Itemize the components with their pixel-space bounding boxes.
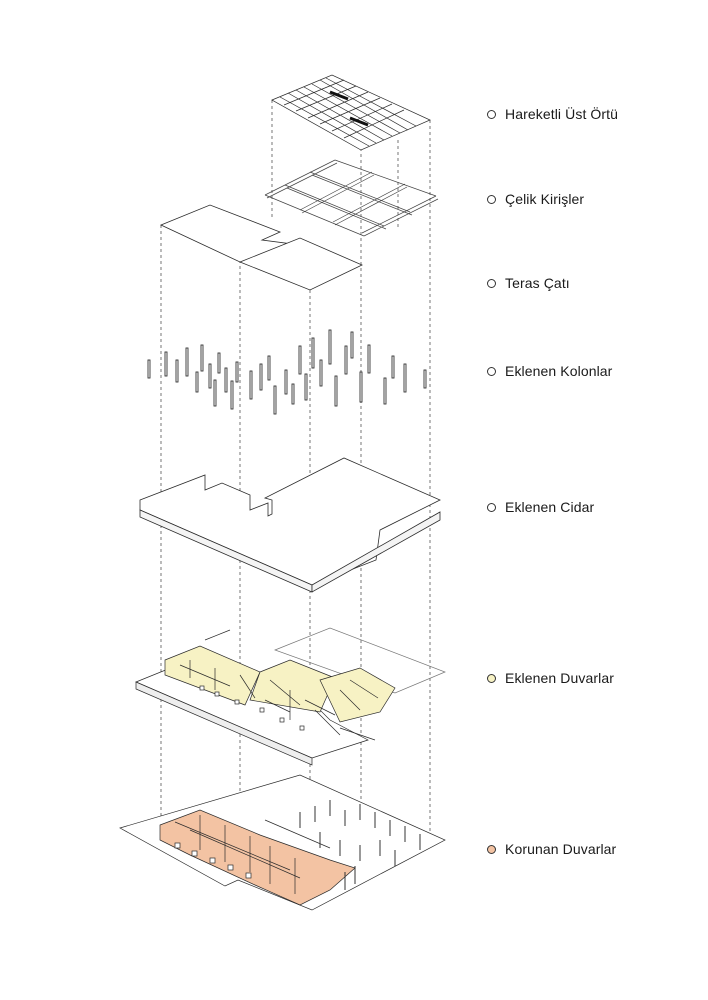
- legend-item-added-columns: Eklenen Kolonlar: [487, 360, 612, 382]
- legend-label: Eklenen Kolonlar: [505, 363, 613, 379]
- legend-label: Hareketli Üst Örtü: [505, 106, 619, 122]
- preserved-walls-layer: [119, 774, 446, 911]
- legend-dot-icon: [487, 278, 496, 288]
- legend-dot-icon: [487, 673, 496, 683]
- legend-dot-icon: [487, 366, 496, 376]
- legend-label: Korunan Duvarlar: [505, 841, 617, 857]
- legend-label: Eklenen Cidar: [505, 499, 595, 515]
- legend-label: Teras Çatı: [505, 275, 570, 291]
- legend-dot-icon: [487, 844, 496, 854]
- legend-item-added-walls: Eklenen Duvarlar: [487, 667, 614, 689]
- terrace-roof-layer: [160, 204, 363, 291]
- added-columns-layer: [147, 329, 427, 415]
- legend-label: Çelik Kirişler: [505, 191, 585, 207]
- legend-dot-icon: [487, 109, 496, 119]
- added-walls-layer: [135, 627, 446, 766]
- legend-item-moving-roof: Hareketli Üst Örtü: [487, 103, 618, 125]
- steel-beams-layer: [264, 159, 439, 237]
- added-envelope-layer: [139, 457, 441, 593]
- legend-item-added-envelope: Eklenen Cidar: [487, 496, 594, 518]
- moving-roof-layer: [271, 74, 431, 151]
- legend-item-preserved-walls: Korunan Duvarlar: [487, 838, 616, 860]
- legend-item-terrace-roof: Teras Çatı: [487, 272, 570, 294]
- legend-dot-icon: [487, 502, 496, 512]
- legend-label: Eklenen Duvarlar: [505, 670, 614, 686]
- legend-item-steel-beams: Çelik Kirişler: [487, 188, 584, 210]
- legend-dot-icon: [487, 194, 496, 204]
